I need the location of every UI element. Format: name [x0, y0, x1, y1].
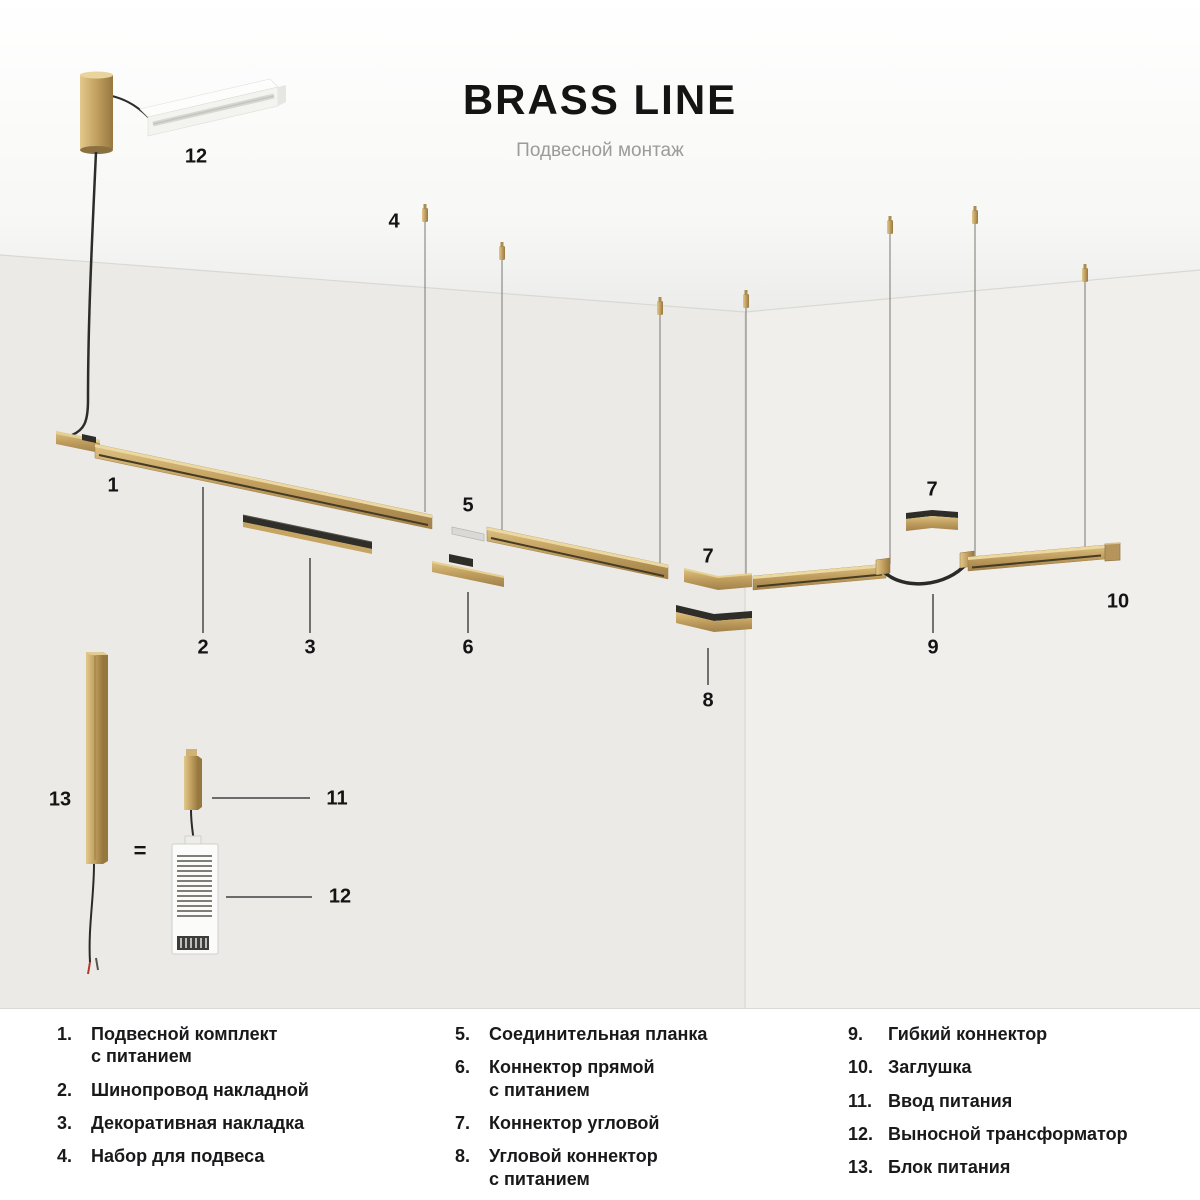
- track-segment: [967, 544, 1106, 572]
- legend-item-label: Заглушка: [888, 1057, 972, 1078]
- legend-item-number: 12.: [848, 1123, 874, 1144]
- legend-column-2: 5. Соединительная планка 6. Коннектор пр…: [455, 1023, 707, 1190]
- scene-illustration: [0, 0, 1200, 1008]
- legend-item-label: Набор для подвеса: [91, 1146, 265, 1167]
- legend-item-2: 2. Шинопровод накладной: [57, 1079, 309, 1101]
- track-segment: [752, 563, 887, 591]
- callout-4: 4: [388, 210, 400, 233]
- legend-item-number: 5.: [455, 1024, 471, 1044]
- ceiling-plane: [0, 0, 1200, 312]
- legend-item-label: Угловой коннектор с питанием: [489, 1146, 658, 1189]
- callout-7-corner: 7: [702, 545, 714, 568]
- legend-item-5: 5. Соединительная планка: [455, 1023, 707, 1045]
- callout-3: 3: [304, 636, 316, 659]
- straight-power-connector: [431, 554, 505, 587]
- legend-item-7: 7. Коннектор угловой: [455, 1112, 707, 1134]
- legend-item-number: 10.: [848, 1057, 874, 1078]
- end-cap: [1104, 542, 1121, 562]
- legend-item-number: 1.: [57, 1024, 73, 1044]
- power-input-unit: [184, 749, 202, 844]
- legend-item-8: 8. Угловой коннектор с питанием: [455, 1145, 707, 1190]
- callout-9: 9: [927, 636, 939, 659]
- page-subtitle: Подвесной монтаж: [516, 140, 684, 161]
- legend-column-3: 9. Гибкий коннектор 10. Заглушка 11. Вво…: [848, 1023, 1128, 1179]
- legend-item-number: 4.: [57, 1146, 73, 1167]
- legend-item-number: 3.: [57, 1112, 73, 1133]
- legend-item-number: 13.: [848, 1157, 874, 1178]
- pendant-power-cylinder: [71, 71, 113, 437]
- legend-item-6: 6. Коннектор прямой с питанием: [455, 1056, 707, 1101]
- decorative-cover: [242, 514, 373, 554]
- callout-12-bottom: 12: [328, 885, 352, 908]
- suspension-wire: [887, 216, 893, 564]
- callout-5: 5: [462, 494, 474, 517]
- legend-item-3: 3. Декоративная накладка: [57, 1112, 309, 1134]
- track-segment: [94, 443, 433, 530]
- suspension-wire: [422, 204, 428, 512]
- legend-item-label: Ввод питания: [888, 1090, 1013, 1111]
- legend: 1. Подвесной комплект с питанием 2. Шино…: [0, 1008, 1200, 1200]
- callout-10: 10: [1106, 590, 1130, 613]
- legend-item-label: Коннектор прямой с питанием: [489, 1057, 655, 1100]
- legend-item-label: Шинопровод накладной: [91, 1079, 309, 1100]
- remote-transformer-profile: [111, 78, 286, 137]
- legend-item-number: 9.: [848, 1024, 864, 1044]
- legend-item-10: 10. Заглушка: [848, 1056, 1128, 1078]
- legend-item-label: Декоративная накладка: [91, 1112, 305, 1133]
- callout-13: 13: [48, 788, 72, 811]
- legend-item-label: Выносной трансформатор: [888, 1123, 1128, 1144]
- page-title: BRASS LINE: [462, 76, 738, 123]
- legend-item-label: Блок питания: [888, 1157, 1011, 1178]
- suspension-wire: [972, 206, 978, 556]
- suspension-wires: [422, 204, 1088, 577]
- left-wall: [0, 255, 745, 1008]
- legend-item-number: 8.: [455, 1146, 471, 1167]
- legend-item-label: Подвесной комплект с питанием: [91, 1024, 278, 1067]
- corner-connector: [683, 568, 753, 590]
- suspension-wire: [743, 290, 749, 577]
- callout-6: 6: [462, 636, 474, 659]
- equals-sign: =: [133, 838, 147, 863]
- legend-column-1: 1. Подвесной комплект с питанием 2. Шино…: [57, 1023, 309, 1168]
- remote-transformer-box: [171, 835, 219, 955]
- callout-11: 11: [326, 787, 348, 810]
- corner-power-connector: [676, 605, 752, 632]
- callout-12-top: 12: [184, 145, 208, 168]
- legend-item-12: 12. Выносной трансформатор: [848, 1123, 1128, 1145]
- legend-item-13: 13. Блок питания: [848, 1156, 1128, 1178]
- legend-item-number: 6.: [455, 1057, 471, 1078]
- legend-item-number: 2.: [57, 1079, 73, 1100]
- legend-item-label: Гибкий коннектор: [888, 1024, 1048, 1044]
- legend-item-label: Соединительная планка: [489, 1024, 708, 1044]
- callout-7-joint: 7: [926, 478, 938, 501]
- callout-2: 2: [197, 636, 209, 659]
- legend-item-4: 4. Набор для подвеса: [57, 1145, 309, 1167]
- suspension-wire: [657, 297, 663, 563]
- legend-item-label: Коннектор угловой: [489, 1112, 660, 1133]
- legend-item-1: 1. Подвесной комплект с питанием: [57, 1023, 309, 1068]
- track-segment: [486, 526, 669, 580]
- connecting-plate: [451, 526, 485, 542]
- legend-item-number: 7.: [455, 1112, 471, 1133]
- suspension-wire: [499, 242, 505, 530]
- legend-item-9: 9. Гибкий коннектор: [848, 1023, 1128, 1045]
- corner-connector: [906, 510, 958, 531]
- callout-1: 1: [107, 474, 119, 497]
- callout-8: 8: [702, 689, 714, 712]
- power-supply-profile: [86, 652, 108, 975]
- legend-item-11: 11. Ввод питания: [848, 1090, 1128, 1112]
- ceiling-edge: [0, 254, 1200, 313]
- power-feed-connector: [56, 431, 100, 453]
- suspension-wire: [1082, 264, 1088, 547]
- legend-item-number: 11.: [848, 1090, 873, 1111]
- leader-lines: [202, 487, 934, 898]
- right-wall: [745, 270, 1200, 1008]
